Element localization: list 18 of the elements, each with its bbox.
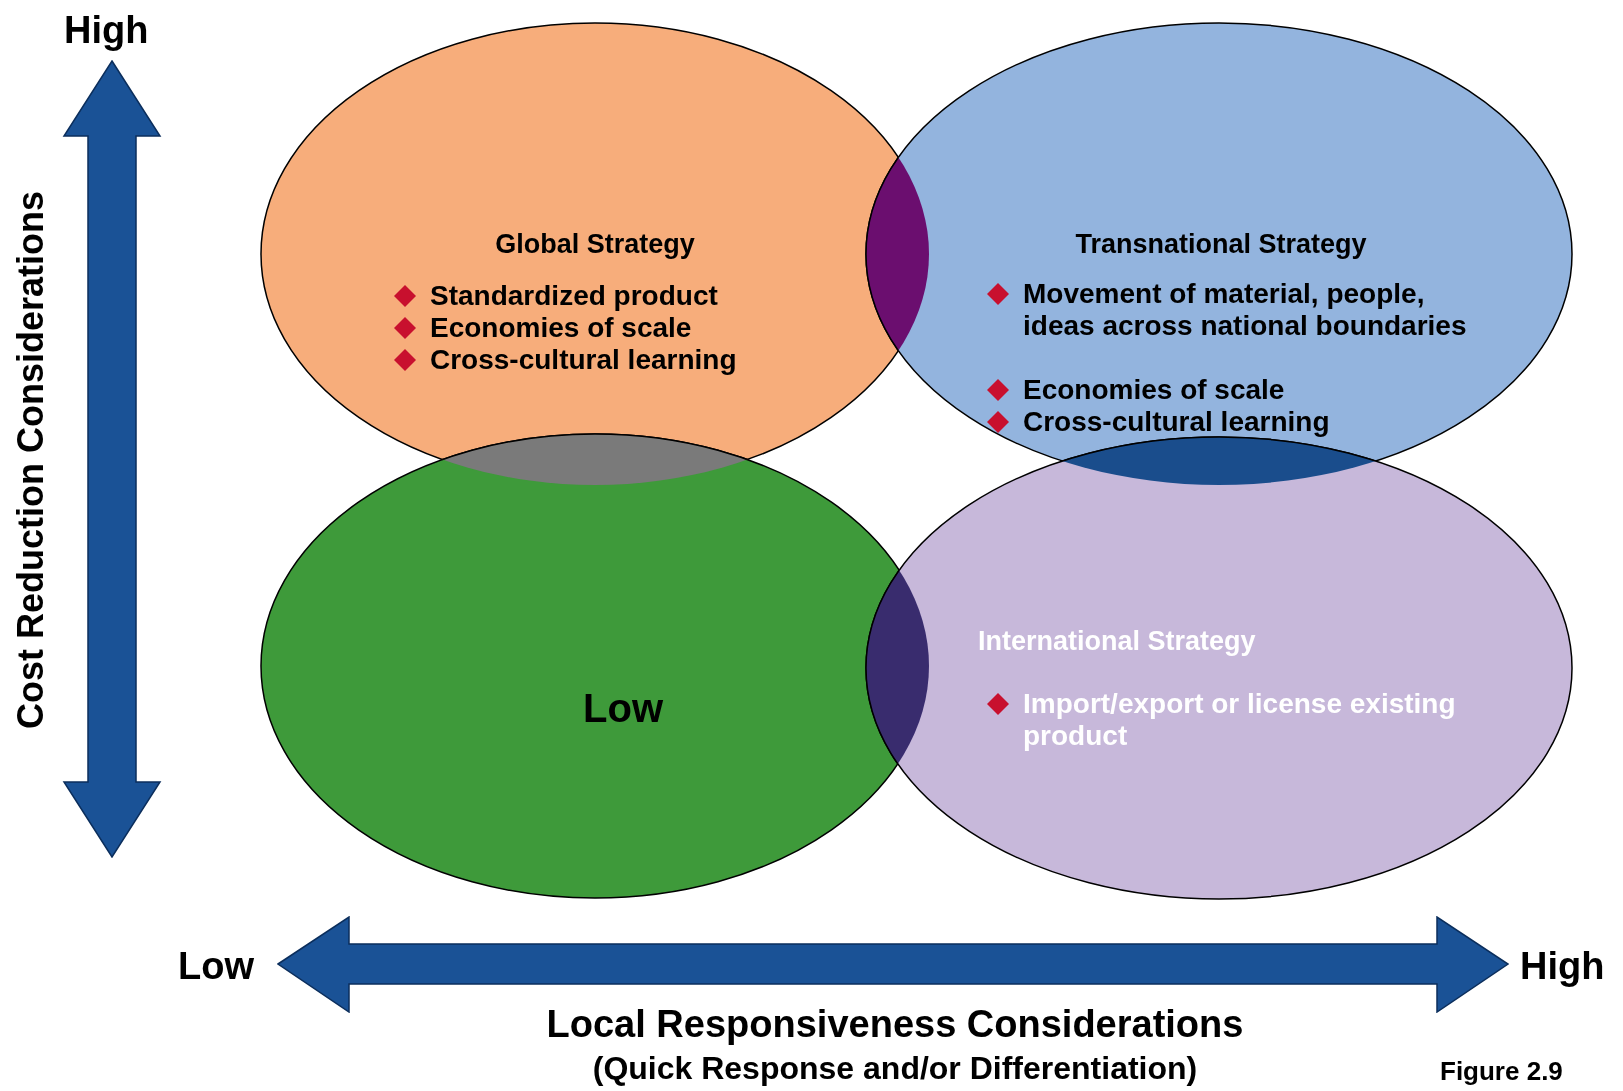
axis-title: Local Responsiveness Considerations bbox=[546, 1002, 1244, 1046]
bullet-text: Cross-cultural learning bbox=[1023, 406, 1331, 438]
axis-level-label: Low bbox=[583, 685, 663, 731]
strategy-heading: Transnational Strategy bbox=[1075, 228, 1367, 260]
bullet-text: Cross-cultural learning bbox=[430, 344, 738, 376]
bullet-text: Import/export or license existing product bbox=[1023, 688, 1457, 752]
axis-level-label: High bbox=[1520, 944, 1605, 988]
bullet-text: Movement of material, people, ideas across national boundaries bbox=[1023, 278, 1468, 342]
strategy-heading: International Strategy bbox=[978, 625, 1256, 657]
strategy-heading: Global Strategy bbox=[495, 228, 695, 260]
bullet-text: Economies of scale bbox=[1023, 374, 1286, 406]
axis-level-label: High bbox=[64, 8, 149, 52]
bullet-text: Economies of scale bbox=[430, 312, 693, 344]
bullet-text: Standardized product bbox=[430, 280, 719, 312]
figure-number: Figure 2.9 bbox=[1440, 1056, 1563, 1086]
axis-level-label: Low bbox=[178, 944, 254, 988]
axis-title: Cost Reduction Considerations bbox=[10, 191, 52, 729]
axis-subtitle: (Quick Response and/or Differentiation) bbox=[592, 1050, 1198, 1086]
